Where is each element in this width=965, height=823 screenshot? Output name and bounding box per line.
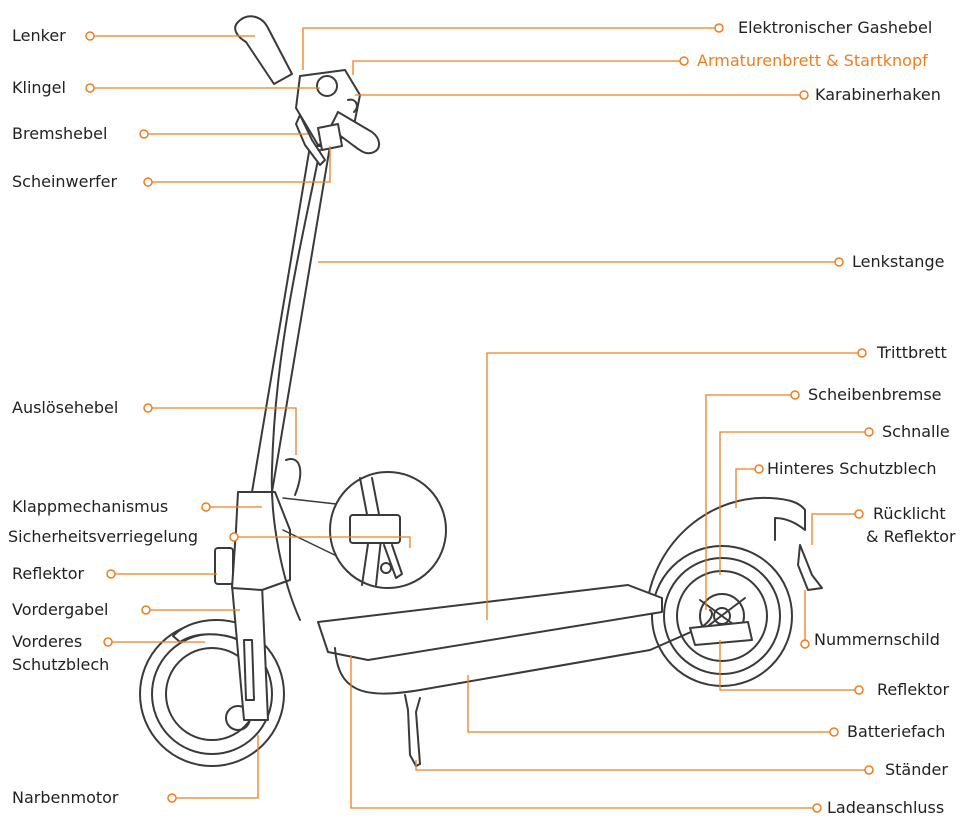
marker-ausloesehebel (143, 403, 153, 413)
label-lenker: Lenker (12, 26, 66, 45)
marker-reflektor-rear (854, 685, 864, 695)
label-schnalle: Schnalle (882, 422, 950, 441)
leader-schnalle (719, 431, 865, 575)
marker-staender (864, 765, 874, 775)
marker-armaturenbrett (679, 56, 689, 66)
label-hinteres-schutzblech: Hinteres Schutzblech (767, 459, 937, 478)
scooter-illustration (139, 15, 823, 767)
rear-fender-tip (797, 544, 823, 591)
leader-lines (94, 27, 865, 809)
label-gashebel: Elektronischer Gashebel (738, 18, 933, 37)
leader-ruecklicht (811, 513, 855, 545)
marker-klappmechanismus (201, 502, 211, 512)
front-reflector (214, 547, 234, 585)
marker-bremshebel (139, 129, 149, 139)
rear-wheel (651, 545, 793, 687)
label-ruecklicht-line2: & Reflektor (866, 527, 956, 546)
label-vorderes-schutzblech-line1: Vorderes (12, 632, 83, 651)
label-scheibenbremse: Scheibenbremse (808, 385, 942, 404)
label-scheinwerfer: Scheinwerfer (12, 172, 118, 191)
marker-gashebel (714, 23, 724, 33)
leader-gashebel (302, 27, 715, 70)
leader-hinteres-schutzblech (735, 468, 755, 508)
leader-ladeanschluss (350, 655, 813, 809)
marker-vordergabel (141, 605, 151, 615)
marker-narbenmotor (167, 793, 177, 803)
label-bremshebel: Bremshebel (12, 124, 108, 143)
marker-scheibenbremse (790, 390, 800, 400)
label-klappmechanismus: Klappmechanismus (12, 497, 169, 516)
marker-schnalle (864, 427, 874, 437)
leader-ausloesehebel (152, 407, 297, 455)
swingarm (689, 621, 753, 646)
fork-slot (243, 639, 255, 701)
marker-scheinwerfer (143, 177, 153, 187)
label-trittbrett: Trittbrett (877, 343, 947, 362)
label-vordergabel: Vordergabel (12, 600, 109, 619)
release-lever (285, 458, 302, 496)
marker-vorderes-schutzblech (103, 637, 113, 647)
marker-ruecklicht (854, 509, 864, 519)
bell (316, 75, 338, 97)
marker-reflektor-front (106, 569, 116, 579)
headlight (317, 123, 343, 151)
marker-karabinerhaken (799, 90, 809, 100)
marker-hinteres-schutzblech (754, 464, 764, 474)
leader-markers (85, 23, 874, 813)
leader-narbenmotor (176, 735, 259, 799)
leader-staender (415, 760, 865, 771)
zoom-detail (282, 471, 447, 589)
leader-scheinwerfer (152, 146, 331, 183)
label-karabinerhaken: Karabinerhaken (815, 85, 941, 104)
leader-scheibenbremse (705, 394, 791, 610)
leader-trittbrett (486, 352, 858, 620)
label-vorderes-schutzblech-line2: Schutzblech (12, 655, 110, 674)
leader-batteriefach (467, 675, 830, 733)
label-klingel: Klingel (12, 78, 66, 97)
label-ladeanschluss: Ladeanschluss (827, 798, 945, 817)
label-staender: Ständer (885, 760, 948, 779)
label-armaturenbrett: Armaturenbrett & Startknopf (697, 51, 928, 70)
brake-lever (295, 114, 326, 166)
carabiner-hook (347, 98, 358, 113)
brake-cable (270, 149, 321, 621)
right-grip (329, 111, 380, 155)
label-ruecklicht-line1: Rücklicht (873, 504, 946, 523)
stem (251, 145, 331, 493)
label-batteriefach: Batteriefach (847, 722, 946, 741)
label-ausloesehebel: Auslösehebel (12, 398, 119, 417)
left-grip (234, 15, 293, 85)
marker-ladeanschluss (812, 803, 822, 813)
deck-base (334, 609, 713, 695)
marker-nummernschild (800, 639, 810, 649)
marker-lenkstange (834, 257, 844, 267)
label-reflektor-rear: Reflektor (877, 680, 950, 699)
label-reflektor-front: Reflektor (12, 564, 85, 583)
marker-trittbrett (857, 348, 867, 358)
marker-lenker (85, 31, 95, 41)
leader-sicherheitsverriegelung (238, 536, 411, 548)
marker-batteriefach (829, 727, 839, 737)
label-narbenmotor: Narbenmotor (12, 788, 119, 807)
leader-reflektor-rear (719, 640, 855, 691)
deck (317, 584, 663, 661)
kickstand (404, 694, 421, 767)
marker-klingel (85, 83, 95, 93)
label-nummernschild: Nummernschild (814, 630, 940, 649)
leader-armaturenbrett (352, 60, 680, 75)
label-sicherheitsverriegelung: Sicherheitsverriegelung (8, 527, 199, 546)
label-lenkstange: Lenkstange (852, 252, 945, 271)
marker-sicherheitsverriegelung (229, 532, 239, 542)
